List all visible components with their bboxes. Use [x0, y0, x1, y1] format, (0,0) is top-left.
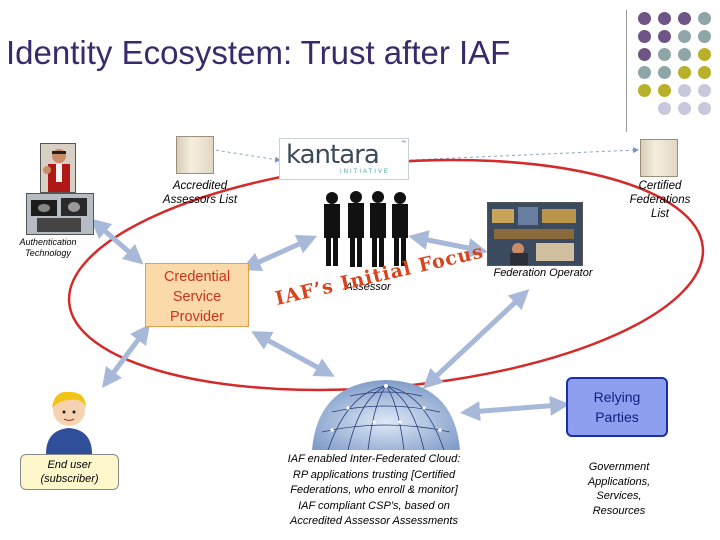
credential-service-provider-box: Credential Service Provider: [145, 263, 249, 327]
kantara-logo-trademark: ™: [401, 140, 406, 146]
kantara-logo: kantara INITIATIVE ™: [279, 138, 409, 180]
arrow-fedop-cloud: [422, 289, 530, 389]
kantara-logo-word: kantara: [286, 140, 380, 170]
slide-title: Identity Ecosystem: Trust after IAF: [6, 34, 511, 71]
arrow-csp-assessor: [240, 234, 318, 272]
decorative-dot-grid: [0, 0, 720, 120]
scroll-document-icon: [640, 139, 678, 177]
arrow-assessor-fedop: [408, 230, 488, 258]
accredited-assessors-label: Accredited Assessors List: [162, 180, 238, 206]
relying-parties-box: Relying Parties: [566, 377, 668, 437]
scroll-document-icon: [176, 136, 214, 174]
decorative-vertical-line: [626, 10, 627, 132]
federation-operator-photo-icon: [487, 202, 583, 266]
arrow-csp-enduser: [102, 324, 150, 388]
arrow-auth-csp: [90, 218, 144, 265]
authentication-technology-label: Authentication Technology: [19, 237, 77, 258]
government-caption: Government Applications, Services, Resou…: [587, 461, 651, 517]
certified-federations-label: Certified Federations List: [629, 180, 691, 220]
arrow-csp-cloud: [251, 331, 335, 377]
dashed-line-right: [409, 147, 639, 161]
dashed-line-left: [214, 149, 281, 163]
arrow-cloud-rp: [460, 395, 570, 422]
end-user-avatar-icon: [46, 391, 92, 454]
end-user-box: End user (subscriber): [20, 454, 119, 490]
presenter-photo-icon: [40, 143, 76, 193]
assessors-figures-icon: [324, 191, 408, 267]
kantara-logo-subtitle: INITIATIVE: [340, 169, 390, 175]
globe-network-icon: [312, 380, 460, 450]
federation-operator-label: Federation Operator: [493, 267, 593, 279]
assessor-label: Assessor: [345, 281, 391, 293]
cloud-caption: IAF enabled Inter-Federated Cloud: RP ap…: [287, 453, 461, 527]
fingerprint-devices-icon: [26, 193, 94, 235]
